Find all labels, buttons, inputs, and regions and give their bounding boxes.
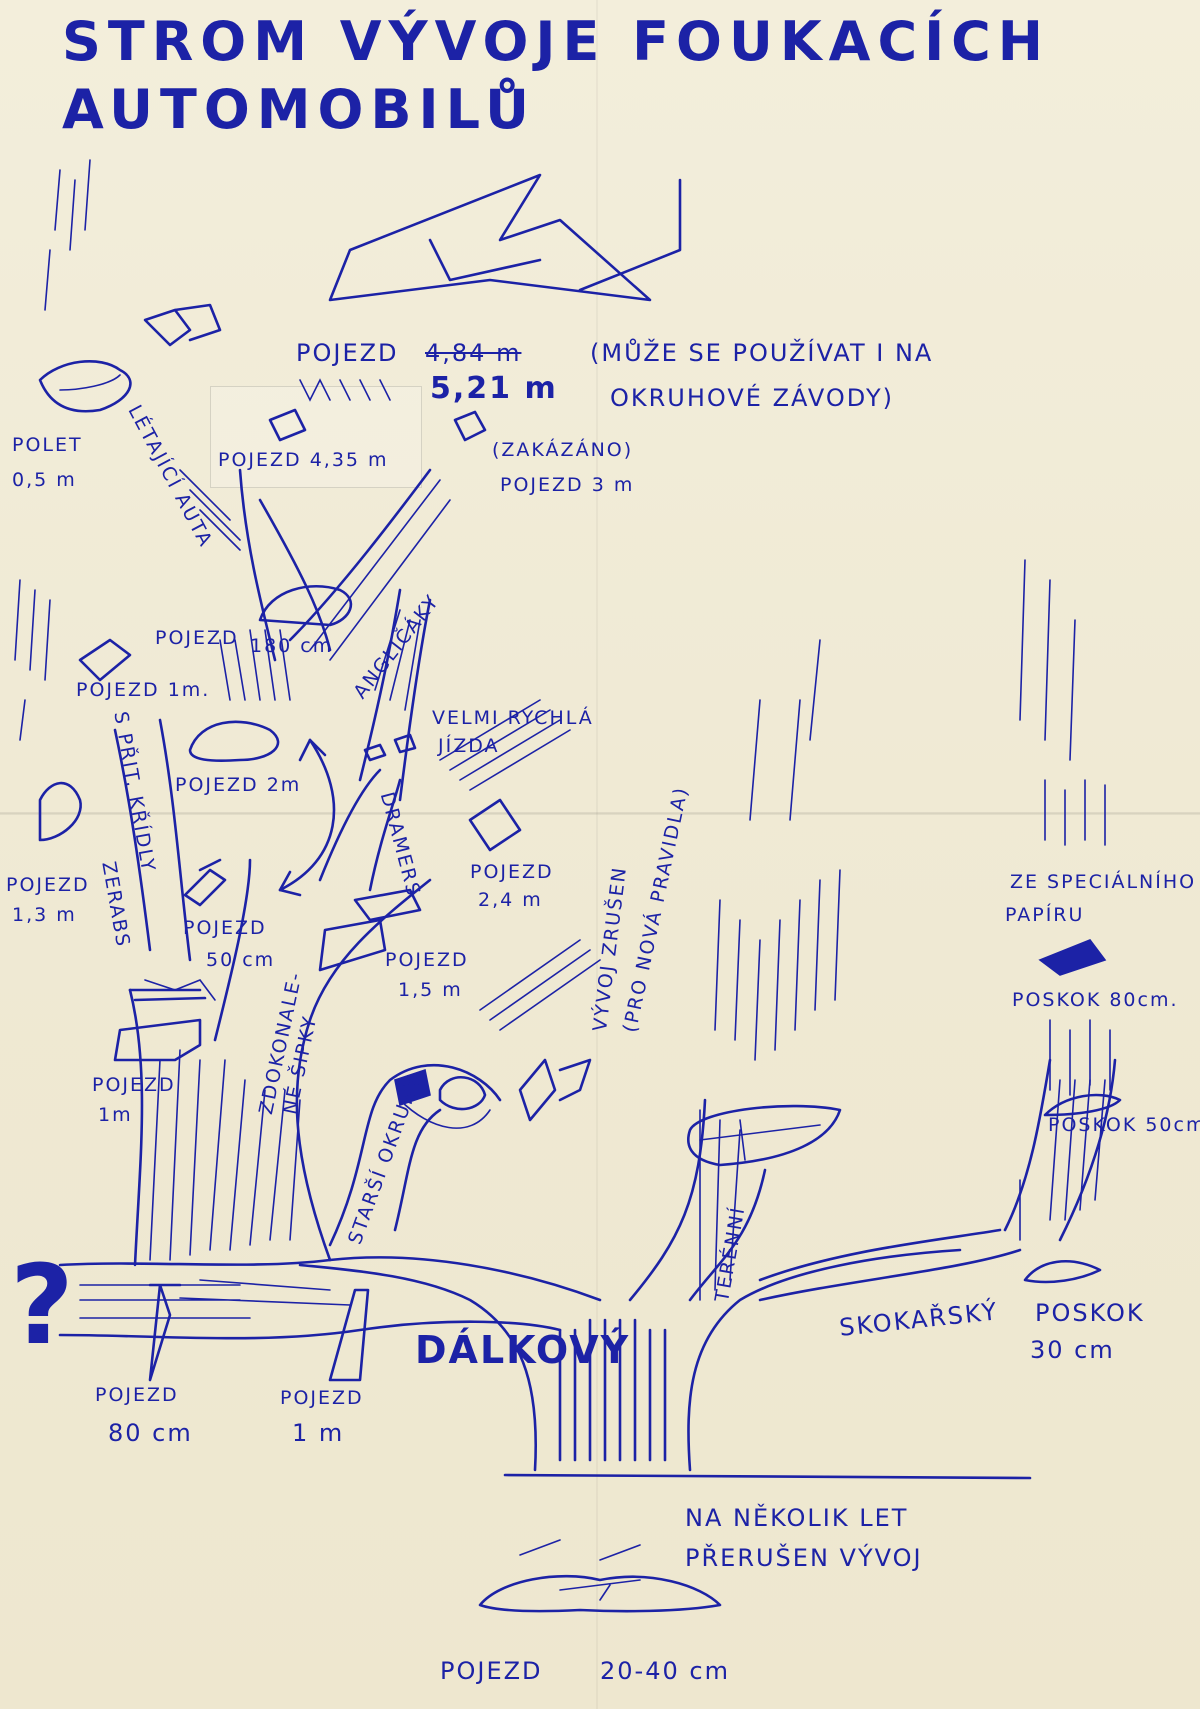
title-line-1: STROM VÝVOJE FOUKACÍCH: [62, 10, 1050, 73]
top-note-line-2: OKRUHOVÉ ZÁVODY): [610, 384, 894, 412]
pojezd-1m-low-label: POJEZD: [280, 1387, 364, 1409]
pojezd-13-label: POJEZD: [6, 874, 90, 896]
pojezd-15-label: POJEZD: [385, 949, 469, 971]
poskok-80-label: POSKOK 80cm.: [1012, 989, 1179, 1011]
interrupted-line-2: PŘERUŠEN VÝVOJ: [685, 1544, 923, 1572]
pojezd-50-value: 50 cm: [206, 949, 276, 971]
poskok-30-value: 30 cm: [1030, 1336, 1115, 1364]
jumping-branch: [758, 1058, 1117, 1302]
terrain-branch: [628, 1098, 767, 1302]
curved-double-arrow: [278, 738, 336, 897]
title-line-2: AUTOMOBILŮ: [62, 78, 536, 141]
abandoned-branch: [479, 939, 601, 1031]
taped-correction-slip: [210, 386, 422, 488]
horizontal-paper-fold: [0, 812, 1200, 815]
very-fast-label: VELMI RYCHLÁ: [432, 707, 594, 729]
top-note-line-1: (MŮŽE SE POUŽÍVAT I NA: [590, 339, 934, 367]
pojezd-80-label: POJEZD: [95, 1384, 179, 1406]
pojezd-24-label: POJEZD: [470, 861, 554, 883]
pojezd-24-value: 2,4 m: [478, 889, 543, 911]
ride-label: JÍZDA: [438, 735, 500, 757]
top-new-value: 5,21 m: [430, 371, 558, 406]
dramers-branch: [318, 699, 571, 892]
base-ground-lines: [519, 1539, 641, 1561]
pojezd-180-label: POJEZD: [155, 627, 239, 649]
long-distance-branch: [58, 1256, 602, 1340]
pojezd-13-value: 1,3 m: [12, 904, 77, 926]
base-pojezd-label: POJEZD: [440, 1657, 543, 1685]
poskok-30-label: POSKOK: [1035, 1299, 1145, 1327]
top-old-value: 4,84 m: [425, 339, 522, 367]
top-pojezd-label: POJEZD: [296, 339, 399, 367]
pojezd-15-value: 1,5 m: [398, 979, 463, 1001]
motion-lines: [14, 159, 1111, 1241]
pojezd-50-label: POJEZD: [183, 917, 267, 939]
poskok-50-label: POSKOK 50cm: [1048, 1114, 1200, 1136]
forbidden-note: (ZAKÁZÁNO): [492, 439, 634, 461]
dart-car-drawing: [299, 173, 682, 402]
pojezd-1m-mid-value: 1m: [98, 1104, 133, 1126]
car-sketches: [38, 303, 1122, 1613]
pojezd-1m-left: POJEZD 1m.: [76, 679, 211, 701]
pojezd-435-label: POJEZD 4,35 m: [218, 449, 389, 471]
tree-trunk: [298, 1248, 1032, 1480]
pojezd-80-value: 80 cm: [108, 1419, 193, 1447]
long-distance-label: DÁLKOVÝ: [415, 1328, 631, 1372]
special-paper-label: ZE SPECIÁLNÍHO: [1010, 871, 1197, 893]
pojezd-3m-label: POJEZD 3 m: [500, 474, 635, 496]
question-mark: ?: [10, 1241, 76, 1369]
pojezd-1m-mid-label: POJEZD: [92, 1074, 176, 1096]
pojezd-2m-label: POJEZD 2m: [175, 774, 302, 796]
polet-label: POLET: [12, 434, 83, 456]
older-circuits-branch: [328, 1063, 502, 1247]
pojezd-1m-low-value: 1 m: [292, 1419, 345, 1447]
upper-left-branches: [113, 468, 451, 1001]
pojezd-180-value: 180 cm: [250, 635, 334, 657]
polet-value: 0,5 m: [12, 469, 77, 491]
interrupted-line-1: NA NĚKOLIK LET: [685, 1504, 909, 1532]
paper-label: PAPÍRU: [1005, 904, 1085, 926]
base-pojezd-value: 20-40 cm: [600, 1657, 730, 1685]
